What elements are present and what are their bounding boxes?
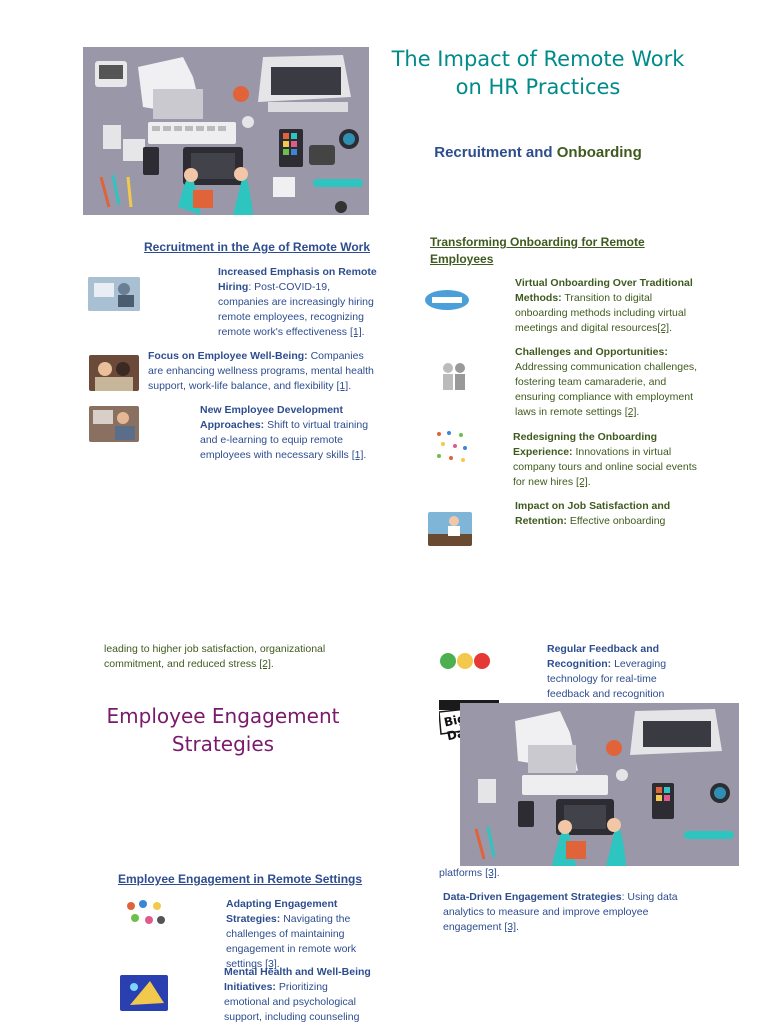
citation-link[interactable]: [1] xyxy=(349,326,362,338)
left-item-3-end: . xyxy=(363,449,367,461)
development-thumbnail xyxy=(89,406,139,442)
engagement-title: Employee Engagement Strategies xyxy=(106,704,340,756)
citation-link[interactable]: [1] xyxy=(336,380,349,392)
left-item-3-text: Shift to virtual training and e-learning… xyxy=(200,419,369,461)
citation-link[interactable]: [2] xyxy=(657,322,670,334)
platforms-text: platforms [3]. xyxy=(439,866,559,881)
wellbeing-thumbnail xyxy=(89,355,139,391)
right-item-1-text: Transition to digital onboarding methods… xyxy=(515,292,687,334)
engagement-item-1: Adapting Engagement Strategies: Navigati… xyxy=(118,897,358,972)
hero-desk-image xyxy=(83,47,369,215)
right-item-3-text: Innovations in virtual company tours and… xyxy=(513,446,697,488)
section-heading-part2: Onboarding xyxy=(556,144,642,161)
left-item-3: New Employee Development Approaches: Shi… xyxy=(122,403,378,463)
right-item-1: Virtual Onboarding Over Traditional Meth… xyxy=(425,276,700,336)
engagement-item-1-text: Navigating the challenges of maintaining… xyxy=(226,913,357,970)
left-item-1: Increased Emphasis on Remote Hiring: Pos… xyxy=(140,265,380,340)
redesign-thumbnail xyxy=(433,428,471,466)
right-item-1-title: Virtual Onboarding Over Traditional Meth… xyxy=(515,277,693,304)
right-item-2-text: Addressing communication challenges, fos… xyxy=(515,361,698,418)
challenges-thumbnail xyxy=(436,358,472,394)
feedback-item: Regular Feedback and Recognition: Levera… xyxy=(547,642,687,702)
platforms-word: platforms xyxy=(439,867,483,879)
continuation-text: leading to higher job satisfaction, orga… xyxy=(104,642,354,672)
citation-link[interactable]: [3] xyxy=(265,958,277,970)
adapting-engagement-thumbnail xyxy=(121,896,169,930)
citation-link[interactable]: [2] xyxy=(259,658,271,670)
continuation-body: leading to higher job satisfaction, orga… xyxy=(104,643,326,670)
continuation-end: . xyxy=(270,658,274,670)
right-item-3-end: . xyxy=(587,476,591,488)
recruitment-subheading: Recruitment in the Age of Remote Work xyxy=(144,240,371,254)
left-item-2-text: Companies are enhancing wellness program… xyxy=(148,350,374,392)
engagement-subheading: Employee Engagement in Remote Settings xyxy=(118,872,363,886)
right-item-2-end: . xyxy=(636,406,640,418)
right-item-4-text: Effective onboarding xyxy=(566,515,666,527)
onboarding-subheading: Transforming Onboarding for Remote Emplo… xyxy=(430,235,645,266)
section-heading: Recruitment and Onboarding xyxy=(380,144,696,161)
engagement-item-1-end: . xyxy=(276,958,280,970)
right-item-3-title: Redesigning the Onboarding Experience: xyxy=(513,431,658,458)
left-item-1-end: . xyxy=(361,326,365,338)
citation-link[interactable]: [3] xyxy=(485,867,497,879)
citation-link[interactable]: [2] xyxy=(576,476,588,488)
feedback-item-title: Regular Feedback and Recognition: xyxy=(547,643,660,670)
citation-link[interactable]: [3] xyxy=(504,921,516,933)
left-item-1-title: Increased Emphasis on Remote Hiring xyxy=(218,266,377,293)
remote-hiring-thumbnail xyxy=(88,277,140,311)
left-item-3-title: New Employee Development Approaches: xyxy=(200,404,343,431)
left-item-2: Focus on Employee Well-Being: Companies … xyxy=(148,349,378,394)
section-heading-part1: Recruitment and xyxy=(434,144,553,161)
left-item-2-title: Focus on Employee Well-Being: xyxy=(148,350,308,362)
desk-image-2 xyxy=(460,703,739,866)
engagement-item-2-text: Prioritizing emotional and psychological… xyxy=(224,981,360,1023)
right-item-2-title: Challenges and Opportunities: xyxy=(515,346,668,358)
page-title: The Impact of Remote Work on HR Practice… xyxy=(391,47,685,99)
feedback-icons xyxy=(438,651,492,671)
job-satisfaction-thumbnail xyxy=(428,512,472,546)
right-item-4: Impact on Job Satisfaction and Retention… xyxy=(515,499,700,529)
data-driven-item: Data-Driven Engagement Strategies: Using… xyxy=(443,890,693,935)
virtual-welcome-thumbnail xyxy=(422,285,472,315)
data-driven-text: : Using data analytics to measure and im… xyxy=(443,891,678,933)
data-driven-title: Data-Driven Engagement Strategies xyxy=(443,891,622,903)
right-item-1-end: . xyxy=(669,322,673,334)
left-item-2-end: . xyxy=(348,380,352,392)
engagement-item-2: Mental Health and Well-Being Initiatives… xyxy=(224,965,374,1024)
engagement-item-2-title: Mental Health and Well-Being Initiatives… xyxy=(224,966,371,993)
right-item-4-title: Impact on Job Satisfaction and Retention… xyxy=(515,500,671,527)
mental-health-thumbnail xyxy=(120,975,168,1011)
feedback-item-text: Leveraging technology for real-time feed… xyxy=(547,658,667,700)
citation-link[interactable]: [1] xyxy=(351,449,364,461)
citation-link[interactable]: [2] xyxy=(624,406,637,418)
right-item-3: Redesigning the Onboarding Experience: I… xyxy=(425,430,700,490)
platforms-end: . xyxy=(496,867,500,879)
right-item-2: Challenges and Opportunities: Addressing… xyxy=(425,345,700,420)
data-driven-end: . xyxy=(516,921,519,933)
left-item-1-text: : Post-COVID-19, companies are increasin… xyxy=(218,281,374,338)
engagement-item-1-title: Adapting Engagement Strategies: xyxy=(226,898,338,925)
